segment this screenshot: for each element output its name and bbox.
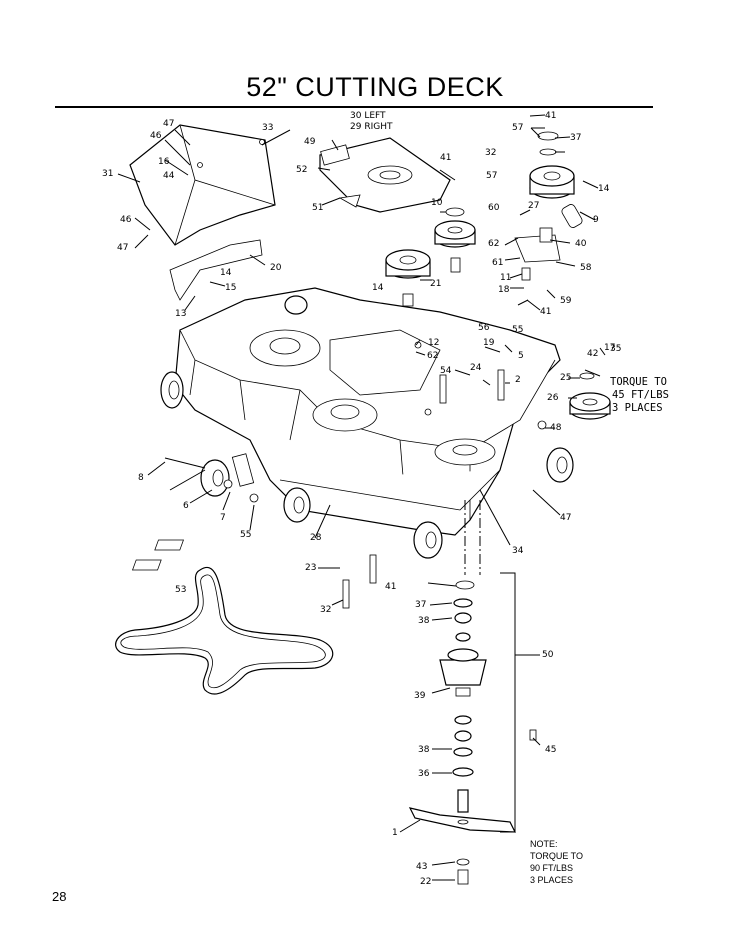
callout-label: 5 — [518, 351, 524, 361]
torque-note-lower: NOTE: TORQUE TO 90 FT/LBS 3 PLACES — [530, 839, 583, 885]
callout-label: 14 — [220, 268, 232, 278]
callout-label: 7 — [220, 513, 226, 523]
callout-label: 23 — [305, 563, 316, 573]
callout-label: 26 — [547, 393, 559, 403]
callout-label: 55 — [512, 325, 523, 335]
callout-label: 6 — [183, 501, 189, 511]
torque-note-line: NOTE: — [530, 839, 558, 849]
callout-label: 21 — [430, 279, 441, 289]
callout-label: 46 — [150, 131, 162, 141]
callout-label: 9 — [593, 215, 599, 225]
leader-lines — [117, 114, 606, 881]
callout-label: 14 — [598, 184, 610, 194]
callout-label: 57 — [512, 123, 523, 133]
callout-label: 42 — [587, 349, 598, 359]
title-rule — [55, 106, 653, 108]
callout-label: 28 — [310, 533, 322, 543]
torque-note-line: 3 PLACES — [530, 875, 573, 885]
callout-label: 22 — [420, 877, 431, 887]
callout-label: 46 — [120, 215, 132, 225]
torque-note-upper: TORQUE TO 45 FT/LBS 3 PLACES — [610, 376, 669, 414]
torque-note-line: TORQUE TO — [530, 851, 583, 861]
torque-note-line: 45 FT/LBS — [612, 389, 669, 401]
torque-note-line: 90 FT/LBS — [530, 863, 573, 873]
callout-label: 32 — [485, 148, 496, 158]
callout-label: 34 — [512, 546, 524, 556]
callout-label: 41 — [385, 582, 396, 592]
hanger-side-note: 30 LEFT 29 RIGHT — [350, 111, 393, 132]
callout-label: 39 — [414, 691, 426, 701]
deck-housing — [174, 287, 561, 536]
page-number: 28 — [52, 889, 67, 904]
spindle-assembly — [408, 500, 537, 885]
gauge-wheels — [160, 295, 574, 559]
belt-cover — [319, 137, 451, 213]
callout-label: 33 — [262, 123, 273, 133]
callout-label: 40 — [575, 239, 587, 249]
callout-label: 18 — [498, 285, 510, 295]
callout-label: 15 — [225, 283, 236, 293]
callout-label: 31 — [102, 169, 113, 179]
page-title: 52" CUTTING DECK — [246, 72, 504, 102]
callout-label: 20 — [270, 263, 282, 273]
part-callouts: 1 2 5 6 7 8 9 10 11 12 13 14 14 14 15 16… — [102, 111, 621, 887]
callout-label: 43 — [416, 862, 427, 872]
callout-label: 41 — [440, 153, 451, 163]
callout-label: 8 — [138, 473, 144, 483]
callout-label: 35 — [610, 344, 621, 354]
callout-label: 38 — [418, 745, 430, 755]
callout-label: 58 — [580, 263, 592, 273]
note-right: 29 RIGHT — [350, 122, 393, 132]
callout-label: 41 — [540, 307, 551, 317]
callout-label: 54 — [440, 366, 452, 376]
callout-label: 60 — [488, 203, 500, 213]
callout-label: 47 — [117, 243, 128, 253]
callout-label: 25 — [560, 373, 571, 383]
callout-label: 44 — [163, 171, 175, 181]
callout-label: 52 — [296, 165, 307, 175]
callout-label: 47 — [560, 513, 571, 523]
callout-label: 53 — [175, 585, 186, 595]
callout-label: 57 — [486, 171, 497, 181]
callout-label: 62 — [488, 239, 499, 249]
callout-label: 17 — [604, 343, 615, 353]
callout-label: 37 — [415, 600, 426, 610]
callout-label: 1 — [392, 828, 398, 838]
callout-label: 41 — [545, 111, 556, 121]
callout-label: 13 — [175, 309, 186, 319]
callout-label: 50 — [542, 650, 554, 660]
callout-label: 47 — [163, 119, 174, 129]
callout-label: 45 — [545, 745, 556, 755]
callout-label: 14 — [372, 283, 384, 293]
callout-label: 2 — [515, 375, 521, 385]
callout-label: 59 — [560, 296, 572, 306]
small-hardware — [131, 341, 547, 609]
callout-label: 36 — [418, 769, 430, 779]
note-left: 30 LEFT — [350, 111, 386, 121]
callout-label: 12 — [428, 338, 439, 348]
callout-label: 61 — [492, 258, 503, 268]
callout-label: 55 — [240, 530, 251, 540]
callout-label: 62 — [427, 351, 438, 361]
callout-label: 37 — [570, 133, 581, 143]
callout-label: 56 — [478, 323, 490, 333]
callout-label: 51 — [312, 203, 323, 213]
callout-label: 27 — [528, 201, 539, 211]
v-belt — [115, 567, 334, 695]
callout-label: 32 — [320, 605, 331, 615]
callout-label: 19 — [483, 338, 495, 348]
discharge-deflector — [129, 124, 276, 301]
callout-label: 16 — [158, 157, 170, 167]
callout-label: 48 — [550, 423, 562, 433]
callout-label: 11 — [500, 273, 511, 283]
torque-note-line: 3 PLACES — [612, 402, 663, 414]
callout-label: 24 — [470, 363, 482, 373]
pulleys — [385, 131, 611, 420]
callout-label: 49 — [304, 137, 316, 147]
callout-label: 38 — [418, 616, 430, 626]
callout-label: 10 — [431, 198, 443, 208]
torque-note-line: TORQUE TO — [610, 376, 667, 388]
